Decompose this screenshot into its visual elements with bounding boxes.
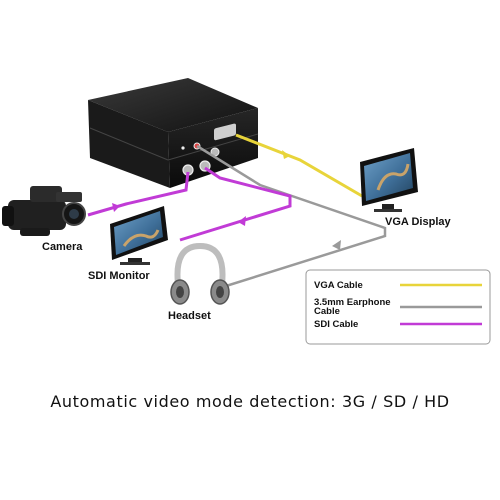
legend-label: SDI Cable bbox=[314, 319, 358, 330]
camera-device bbox=[2, 186, 86, 236]
converter-box bbox=[88, 78, 259, 188]
earphone-cable-line bbox=[196, 144, 387, 288]
legend-label: Cable bbox=[314, 306, 340, 317]
legend-label: VGA Cable bbox=[314, 280, 363, 291]
power-led bbox=[181, 146, 185, 150]
legend-item: SDI Cable bbox=[314, 319, 482, 330]
camera-label: Camera bbox=[42, 241, 83, 253]
vga-display-label: VGA Display bbox=[385, 216, 451, 228]
headset-device bbox=[170, 242, 230, 305]
vga-display-device bbox=[360, 148, 418, 212]
vga-cable-line bbox=[235, 133, 363, 198]
headset-label: Headset bbox=[168, 310, 211, 322]
sdi-monitor-label: SDI Monitor bbox=[88, 270, 150, 282]
legend-label: 3.5mm Earphone bbox=[314, 297, 391, 308]
vga-port bbox=[214, 123, 236, 141]
sdi-cable-camera bbox=[87, 171, 190, 217]
sdi-cable-monitor bbox=[179, 166, 292, 242]
legend-item: VGA Cable bbox=[314, 280, 482, 291]
sdi-monitor-device bbox=[110, 206, 168, 265]
caption-text: Automatic video mode detection: 3G / SD … bbox=[50, 392, 450, 411]
